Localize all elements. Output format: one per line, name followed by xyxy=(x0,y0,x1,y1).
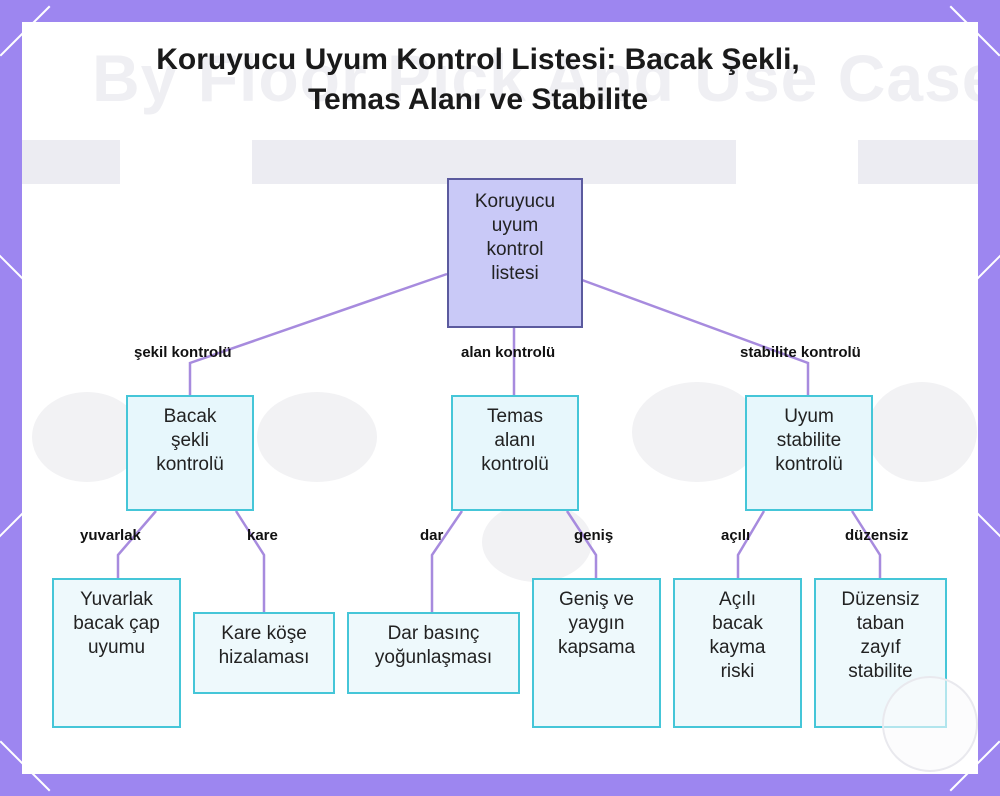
diagram-title: Koruyucu Uyum Kontrol Listesi: Bacak Şek… xyxy=(156,43,800,116)
node-narrow-pressure-label: Dar basınç yoğunlaşması xyxy=(374,623,493,668)
node-round-leg: Yuvarlak bacak çap uyumu xyxy=(52,578,181,728)
edge-shape-round xyxy=(116,510,157,578)
edge-label-round: yuvarlak xyxy=(80,527,141,544)
edge-label-area: alan kontrolü xyxy=(461,344,556,361)
edge-root-shape xyxy=(188,272,448,395)
background-bar xyxy=(858,140,978,184)
node-square-corner: Kare köşe hizalaması xyxy=(193,612,335,694)
edge-label-shape: şekil kontrolü xyxy=(134,344,232,361)
node-round-leg-label: Yuvarlak bacak çap uyumu xyxy=(73,589,160,658)
node-angled-leg-label: Açılı bacak kayma riski xyxy=(709,589,766,682)
edge-area-narrow xyxy=(430,510,464,612)
background-shape xyxy=(32,392,142,482)
edge-stability-angled xyxy=(736,510,766,578)
edge-label-angled: açılı xyxy=(721,527,751,544)
background-shape xyxy=(257,392,377,482)
background-shape xyxy=(632,382,762,482)
node-stability-check: Uyum stabilite kontrolü xyxy=(745,395,873,511)
edge-label-irregular: düzensiz xyxy=(845,527,909,544)
background-shape xyxy=(482,502,592,582)
edge-label-wide: geniş xyxy=(574,527,614,544)
edge-label-square: kare xyxy=(247,527,278,544)
node-irregular-base-label: Düzensiz taban zayıf stabilite xyxy=(841,589,920,682)
edge-shape-square xyxy=(234,510,266,612)
edge-root-stability xyxy=(581,278,810,395)
background-watermark-text: By Floor Pick And Use Case xyxy=(92,41,978,115)
edge-label-narrow: dar xyxy=(420,527,444,544)
root-node-label: Koruyucu uyum kontrol listesi xyxy=(474,191,556,284)
edge-label-stability: stabilite kontrolü xyxy=(740,344,861,361)
background-shape xyxy=(867,382,977,482)
watermark-seal xyxy=(882,676,978,772)
node-square-corner-label: Kare köşe hizalaması xyxy=(218,623,310,668)
node-contact-area-check: Temas alanı kontrolü xyxy=(451,395,579,511)
node-angled-leg: Açılı bacak kayma riski xyxy=(673,578,802,728)
background-bar xyxy=(22,140,120,184)
node-leg-shape-check: Bacak şekli kontrolü xyxy=(126,395,254,511)
node-stability-check-label: Uyum stabilite kontrolü xyxy=(775,406,843,475)
node-contact-area-check-label: Temas alanı kontrolü xyxy=(481,406,549,475)
node-wide-coverage-label: Geniş ve yaygın kapsama xyxy=(557,589,636,658)
edge-area-wide xyxy=(565,510,598,578)
node-wide-coverage: Geniş ve yaygın kapsama xyxy=(532,578,661,728)
background-bar xyxy=(252,140,736,184)
edge-stability-irregular xyxy=(850,510,882,578)
root-node: Koruyucu uyum kontrol listesi xyxy=(447,178,583,328)
node-narrow-pressure: Dar basınç yoğunlaşması xyxy=(347,612,520,694)
node-leg-shape-check-label: Bacak şekli kontrolü xyxy=(156,406,224,475)
